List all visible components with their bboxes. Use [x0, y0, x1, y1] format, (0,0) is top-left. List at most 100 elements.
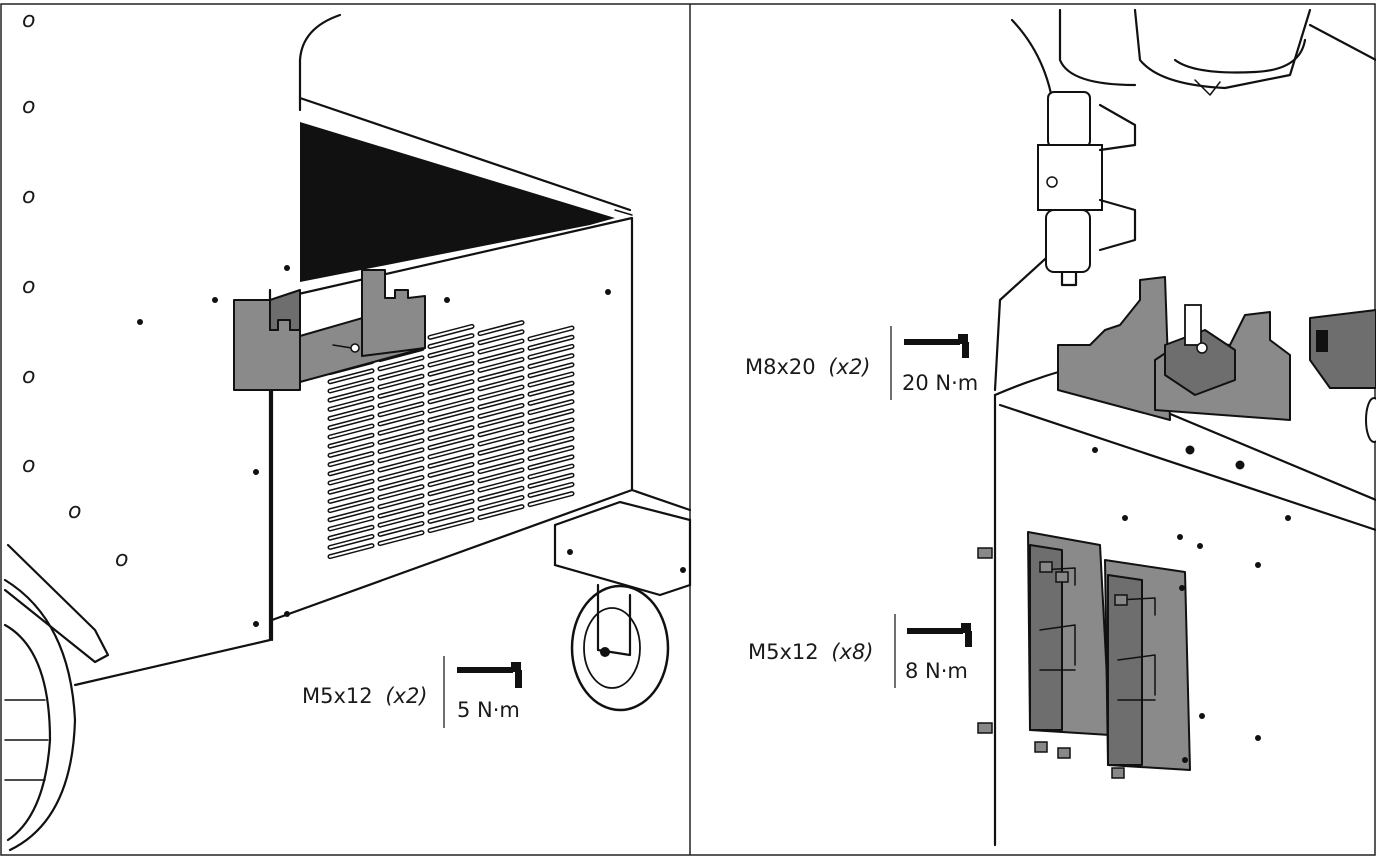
screw-hole — [444, 297, 450, 303]
caster-fork — [596, 583, 632, 657]
svg-text:M5x12 (x2): M5x12 (x2) — [302, 684, 428, 708]
screw-head — [350, 343, 360, 353]
left-wheel — [3, 543, 110, 852]
vent-slot-inner — [329, 544, 373, 558]
regulator-cap — [1047, 91, 1091, 148]
rail-slots — [1117, 597, 1156, 701]
vent-slot-inner — [379, 393, 423, 407]
vent-slot-inner — [529, 363, 573, 377]
vent-slot-inner — [329, 397, 373, 411]
vent-slot-inner — [479, 395, 523, 409]
base-edge — [630, 488, 692, 512]
holder-left-plate — [1057, 276, 1171, 421]
caster-axle — [600, 647, 610, 657]
vent-slot-inner — [429, 445, 473, 458]
bracket-left-hook-side — [269, 289, 301, 331]
vent-slot-inner — [429, 353, 473, 366]
caster-wheel — [553, 500, 692, 712]
vent-slot-inner — [529, 455, 573, 469]
vent-slot-inner — [529, 354, 573, 368]
fastener-callout-m8: M8x20 (x2) 20 N·m — [745, 326, 978, 400]
vent-slot-inner — [379, 531, 423, 545]
bottle-holder-bracket — [1057, 276, 1291, 421]
vent-slot-inner — [529, 419, 573, 432]
screw-hole — [1255, 735, 1261, 741]
vent-slot-inner — [479, 459, 523, 473]
vent-slot-inner — [529, 345, 573, 359]
vent-slot-inner — [479, 432, 523, 445]
vent-slot-inner — [329, 406, 373, 420]
wheel-outer — [3, 578, 77, 852]
vent-slot-inner — [379, 476, 423, 490]
vent-slot-inner — [329, 434, 373, 448]
fastener-quantity: (x2) — [385, 684, 427, 708]
side-marks: o o o o o o o o — [22, 8, 128, 572]
vent-slot-inner — [429, 518, 473, 532]
left-panel: o o o o o o o o — [3, 8, 692, 852]
screw-hole — [1092, 447, 1098, 453]
vent-slot-inner — [479, 450, 523, 464]
vent-slot-inner — [429, 463, 473, 477]
vent-slot-inner — [379, 421, 423, 435]
vent-slot-inner — [379, 485, 423, 499]
bolt-hole — [1196, 342, 1208, 354]
vent-slot-inner — [529, 409, 573, 423]
vent-slot-inner — [429, 325, 473, 339]
screw-hole — [212, 297, 218, 303]
vent-slot-inner — [429, 426, 473, 440]
vent-slot-inner — [429, 435, 473, 449]
vent-slot-inner — [529, 373, 573, 386]
vent-slot-inner — [379, 494, 423, 508]
torque-wrench-icon — [457, 662, 522, 688]
vent-slot-inner — [379, 384, 423, 398]
vent-slot-inner — [329, 517, 373, 530]
vent-slot-inner — [479, 404, 523, 418]
vent-slot-inner — [529, 437, 573, 451]
caster-hub — [583, 607, 641, 689]
side-mark: o — [22, 94, 35, 119]
vent-slot-inner — [329, 452, 373, 466]
screw-hole — [1185, 445, 1195, 455]
loose-screws — [977, 547, 1125, 779]
vent-slot-inner — [329, 507, 373, 521]
fastener-callout-m5: M5x12 (x8) 8 N·m — [748, 614, 972, 688]
vent-slot-inner — [429, 399, 473, 412]
vent-slot-inner — [379, 448, 423, 462]
vent-slot-inner — [379, 375, 423, 389]
vent-slot-inner — [429, 481, 473, 495]
side-mark: o — [22, 8, 35, 33]
vent-slot-inner — [329, 443, 373, 457]
screw-hole — [137, 319, 143, 325]
vent-slot-inner — [429, 491, 473, 504]
panel-top-corner — [614, 209, 633, 216]
side-mark: o — [22, 364, 35, 389]
vent-slot-inner — [329, 379, 373, 392]
vent-slot-inner — [329, 369, 373, 383]
filter-bowl — [1045, 209, 1091, 273]
screw-hole — [1255, 562, 1261, 568]
vent-slot-inner — [379, 467, 423, 481]
regulator-port — [1046, 176, 1058, 188]
vent-slot-inner — [329, 526, 373, 540]
air-filter-regulator — [1037, 91, 1137, 287]
drain-valve — [1060, 270, 1078, 287]
vent-slot-inner — [479, 376, 523, 390]
machine-top-edge — [298, 96, 632, 212]
machine-top-curve — [298, 13, 342, 112]
bracket-right-hook — [361, 269, 426, 357]
vent-slot-inner — [529, 400, 573, 414]
vent-slot-inner — [329, 489, 373, 503]
vent-slot-inner — [479, 441, 523, 455]
vent-slot-inner — [429, 408, 473, 422]
frame-top-right — [1308, 23, 1376, 62]
vent-slot-inner — [429, 371, 473, 385]
vent-slot-inner — [379, 522, 423, 536]
interior-opening — [300, 122, 615, 282]
vent-slot-inner — [429, 509, 473, 523]
rail-face — [1107, 574, 1143, 766]
vent-slot-inner — [529, 382, 573, 396]
screw-hole — [1122, 515, 1128, 521]
side-mark: o — [115, 547, 128, 572]
vent-slot-inner — [429, 334, 473, 348]
vent-slot-inner — [429, 454, 473, 468]
